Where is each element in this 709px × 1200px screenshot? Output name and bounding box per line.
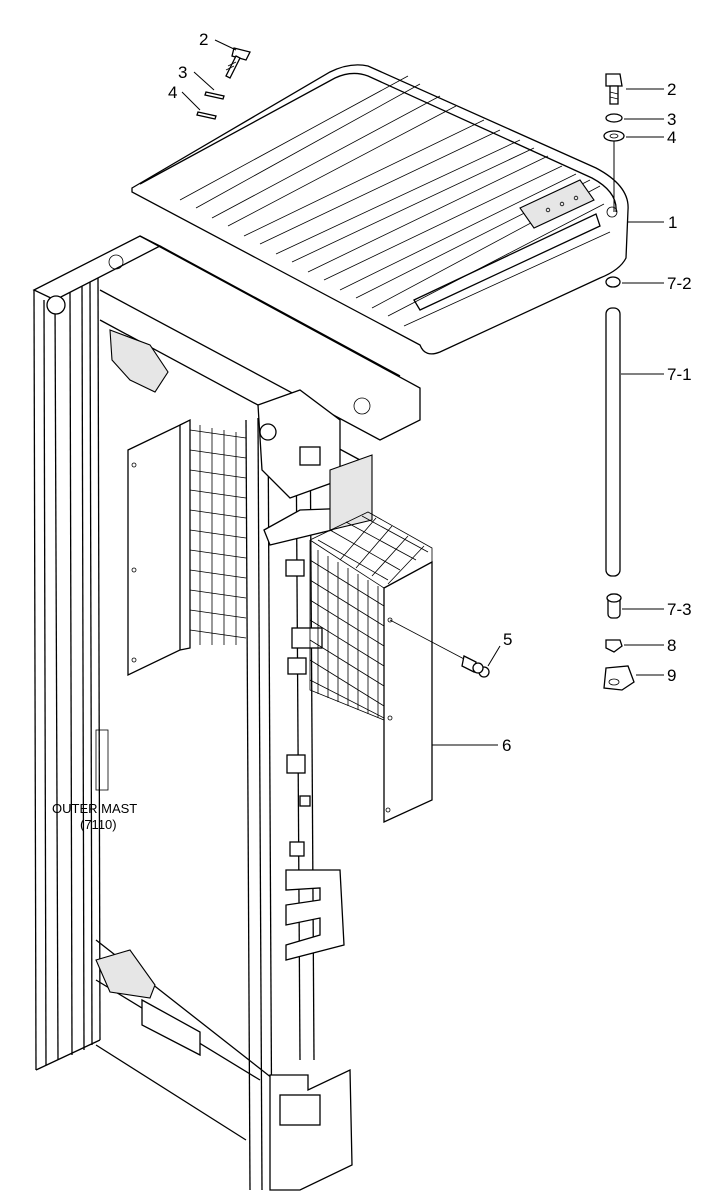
callout-9: 9 [667, 666, 676, 685]
callout-3-right: 3 [667, 110, 676, 129]
callout-labels: 2 3 4 2 3 4 1 7-2 7-1 7-3 8 9 5 6 [168, 30, 692, 755]
callout-7-2: 7-2 [667, 274, 692, 293]
callout-5: 5 [503, 630, 512, 649]
mesh-guard [309, 511, 433, 824]
callout-7-1: 7-1 [667, 365, 692, 384]
top-left-hardware [196, 47, 251, 120]
leader-lines [181, 39, 664, 746]
callout-1: 1 [668, 213, 677, 232]
outer-mast-code: (7110) [80, 817, 117, 832]
callout-8: 8 [667, 636, 676, 655]
callout-7-3: 7-3 [667, 600, 692, 619]
callout-6: 6 [502, 736, 511, 755]
right-hardware-stack [603, 73, 635, 691]
callout-2-right: 2 [667, 80, 676, 99]
left-grille-panel [127, 418, 247, 677]
callout-3-top: 3 [178, 63, 187, 82]
overhead-guard [131, 64, 629, 355]
callout-4-right: 4 [667, 128, 676, 147]
callout-4-top: 4 [168, 83, 177, 102]
bolt-5 [389, 619, 490, 678]
outer-mast-label: OUTER MAST (7110) [52, 801, 137, 832]
outer-mast [32, 235, 421, 1191]
outer-mast-name: OUTER MAST [52, 801, 137, 816]
callout-2-top: 2 [199, 30, 208, 49]
